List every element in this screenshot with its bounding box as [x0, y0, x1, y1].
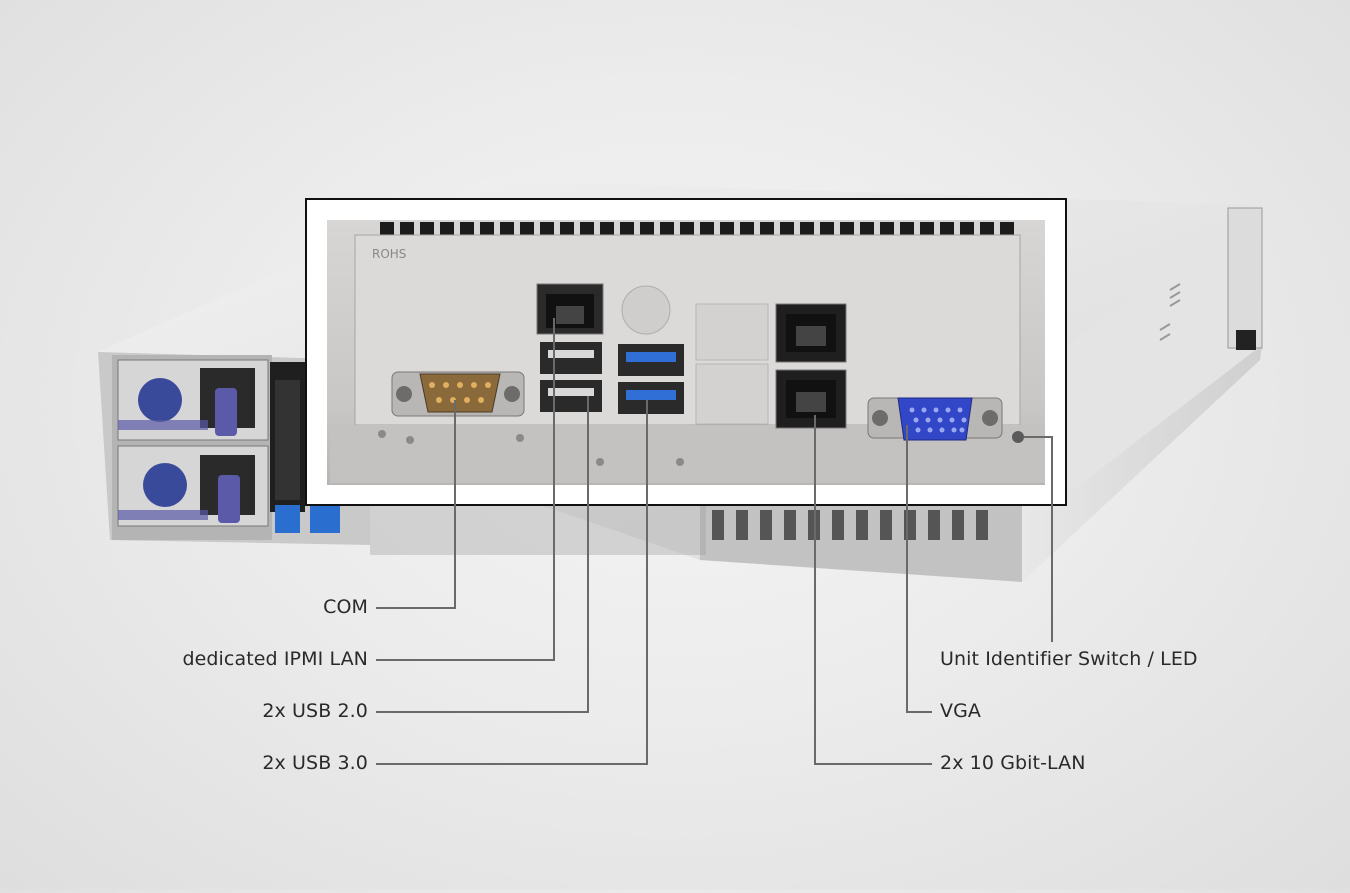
callout-line-usb2 — [376, 396, 589, 713]
callout-com: COM — [323, 596, 368, 618]
callout-line-vga — [906, 425, 932, 713]
callout-line-usb3 — [376, 400, 648, 765]
callout-line-lan10g — [814, 415, 932, 765]
ipmi-lan-port — [536, 283, 604, 335]
psu-handle[interactable] — [218, 475, 240, 523]
callout-line-ipmi — [376, 318, 555, 661]
psu-fan-icon — [138, 378, 182, 422]
power-supply-units — [112, 355, 340, 540]
callout-usb2: 2x USB 2.0 — [262, 700, 368, 722]
com-port — [391, 371, 525, 417]
callout-ipmi-lan: dedicated IPMI LAN — [182, 648, 368, 670]
callout-lan-10g: 2x 10 Gbit-LAN — [940, 752, 1086, 774]
callout-vga: VGA — [940, 700, 982, 722]
callout-lines — [376, 318, 1053, 765]
uid-led[interactable] — [1012, 431, 1024, 443]
psu-fan-icon — [143, 463, 187, 507]
usb3-ports — [618, 344, 684, 414]
psu-handle[interactable] — [215, 388, 237, 436]
callout-usb3: 2x USB 3.0 — [262, 752, 368, 774]
io-panel-inset: ROHS — [305, 198, 1067, 506]
callout-uid: Unit Identifier Switch / LED — [940, 648, 1198, 670]
callout-line-com — [376, 400, 456, 609]
lan-10g-ports — [775, 303, 847, 429]
expansion-slots — [712, 510, 988, 540]
usb2-ports — [540, 342, 602, 412]
vga-port — [867, 397, 1003, 441]
rohs-mark: ROHS — [372, 247, 406, 261]
callout-line-uid-visible — [1024, 436, 1053, 642]
